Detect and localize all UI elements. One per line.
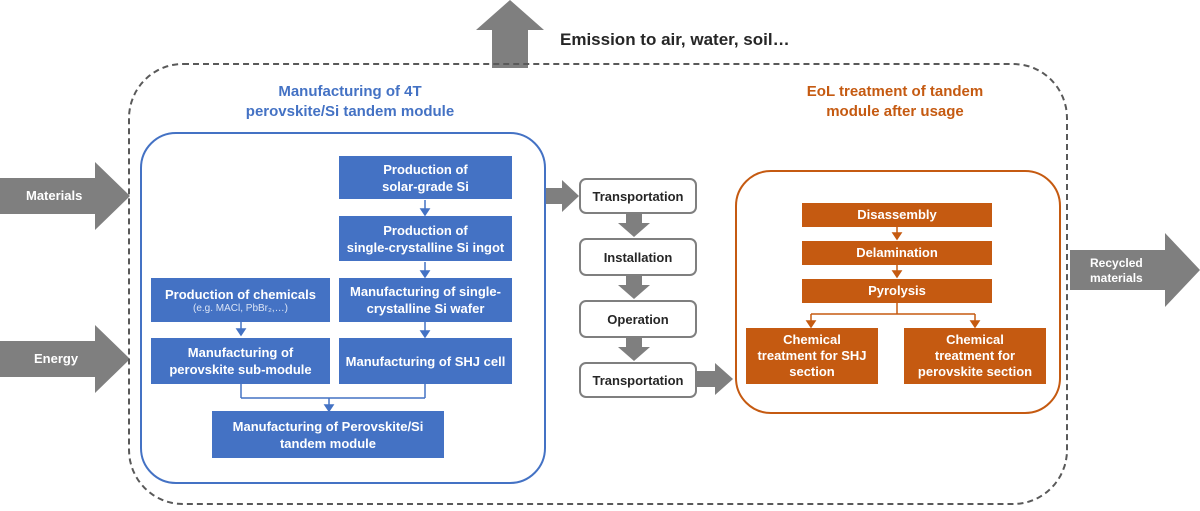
recycled-arrow (1070, 233, 1200, 307)
step-shj-cell: Manufacturing of SHJ cell (339, 338, 512, 384)
manufacturing-frame (140, 132, 546, 484)
install-operation-arrow (618, 276, 650, 299)
materials-label: Materials (26, 188, 83, 203)
step-tandem-module: Manufacturing of Perovskite/Si tandem mo… (212, 411, 444, 458)
step-chemicals: Production of chemicals (e.g. MACl, PbBr… (151, 278, 330, 322)
energy-arrow (0, 325, 130, 393)
system-boundary (128, 63, 1068, 505)
step-transportation-1: Transportation (579, 178, 697, 214)
step-installation: Installation (579, 238, 697, 276)
manufacturing-title: Manufacturing of 4T perovskite/Si tandem… (245, 83, 455, 120)
to-transport-arrow (546, 180, 579, 212)
step-perovskite-submodule: Manufacturing of perovskite sub-module (151, 338, 330, 384)
step-solar-grade-si: Production of solar-grade Si (339, 156, 512, 199)
chemicals-note: (e.g. MACl, PbBr₂,…) (192, 302, 288, 314)
chemicals-label: Production of chemicals (165, 286, 316, 302)
eol-title: EoL treatment of tandem module after usa… (806, 83, 984, 120)
step-disassembly: Disassembly (802, 203, 992, 227)
operation-transport-arrow (618, 338, 650, 361)
step-pyrolysis: Pyrolysis (802, 279, 992, 303)
eol-frame (735, 170, 1061, 414)
energy-label: Energy (34, 351, 79, 366)
step-transportation-2: Transportation (579, 362, 697, 398)
step-chemical-perovskite: Chemical treatment for perovskite sectio… (904, 328, 1046, 384)
step-si-wafer: Manufacturing of single- crystalline Si … (339, 278, 512, 322)
step-delamination: Delamination (802, 241, 992, 265)
to-eol-arrow (697, 363, 733, 395)
recycled-materials-label: Recycled materials (1090, 256, 1143, 285)
transport-install-arrow (618, 214, 650, 237)
emission-arrow (476, 0, 544, 68)
step-si-ingot: Production of single-crystalline Si ingo… (339, 216, 512, 261)
step-chemical-shj: Chemical treatment for SHJ section (746, 328, 878, 384)
step-operation: Operation (579, 300, 697, 338)
emission-label: Emission to air, water, soil… (560, 30, 790, 49)
materials-arrow (0, 162, 130, 230)
